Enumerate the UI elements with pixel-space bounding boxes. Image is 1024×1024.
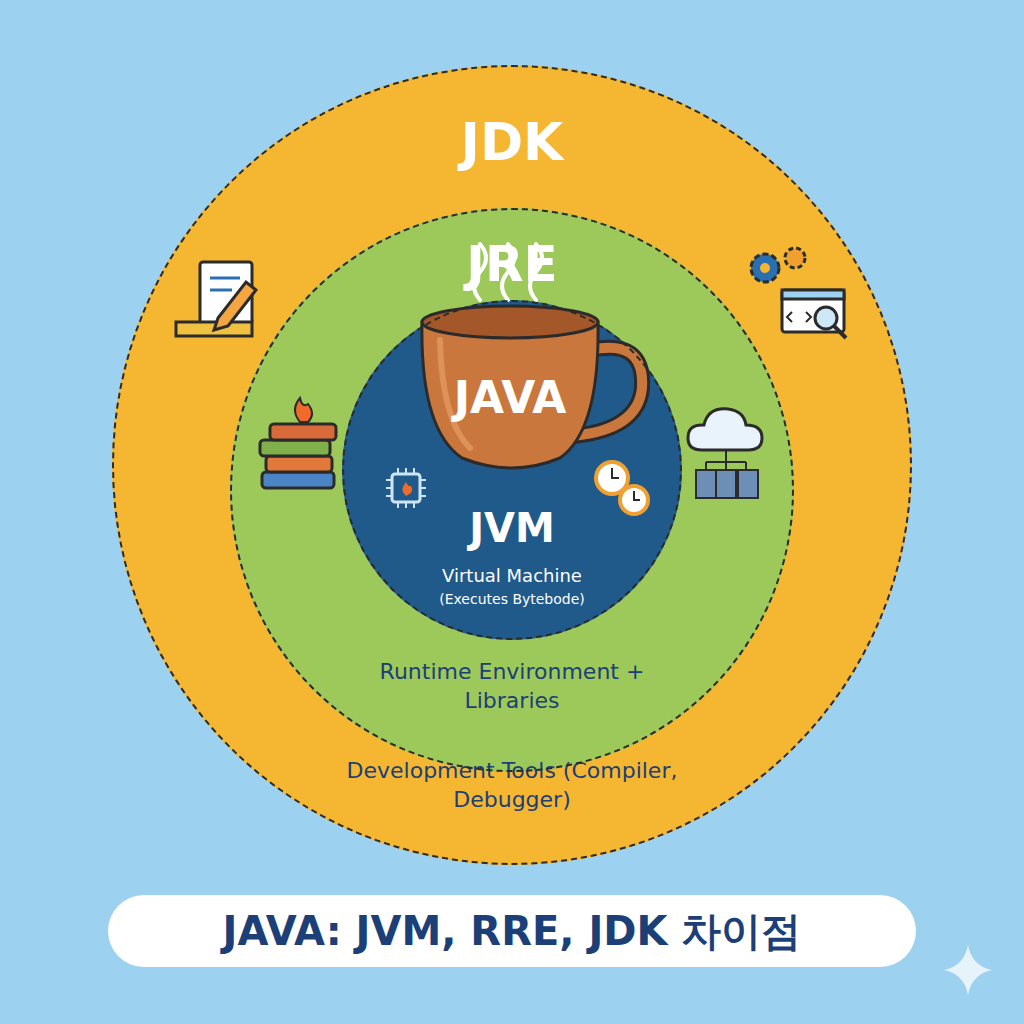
chip-icon xyxy=(386,468,426,508)
body-text: Development Tools (Compiler, Debugger) xyxy=(312,757,712,814)
clock-icon xyxy=(596,462,648,514)
jre-ring xyxy=(230,208,794,772)
cloud-server-icon xyxy=(688,409,762,498)
notepad-icon xyxy=(176,262,256,336)
note-text: (Executes Bytebode) xyxy=(392,590,632,608)
title-text: JRE xyxy=(382,232,642,297)
jdk-ring xyxy=(112,65,912,865)
jvm-disc xyxy=(342,300,682,640)
jdk-circle: JDK Development Tools (Compiler, Debugger… xyxy=(112,65,912,865)
jvm-circle: JVM Virtual Machine (Executes Bytebode) xyxy=(342,300,682,640)
cup-label: JAVA xyxy=(412,372,608,423)
books-icon xyxy=(260,398,336,488)
title-text: JVM xyxy=(412,502,612,554)
jre-circle: JRE Runtime Environment + Libraries JVM Vir… xyxy=(230,208,794,772)
body-text: Runtime Environment + Libraries xyxy=(352,658,672,715)
title-text: JDK xyxy=(362,109,662,177)
caption-pill xyxy=(108,895,916,967)
caption-text: JAVA: JVM, RRE, JDK 차이점 xyxy=(108,895,916,967)
body-text: Virtual Machine xyxy=(392,564,632,587)
sparkle xyxy=(944,945,992,995)
debug-icon xyxy=(751,248,846,338)
